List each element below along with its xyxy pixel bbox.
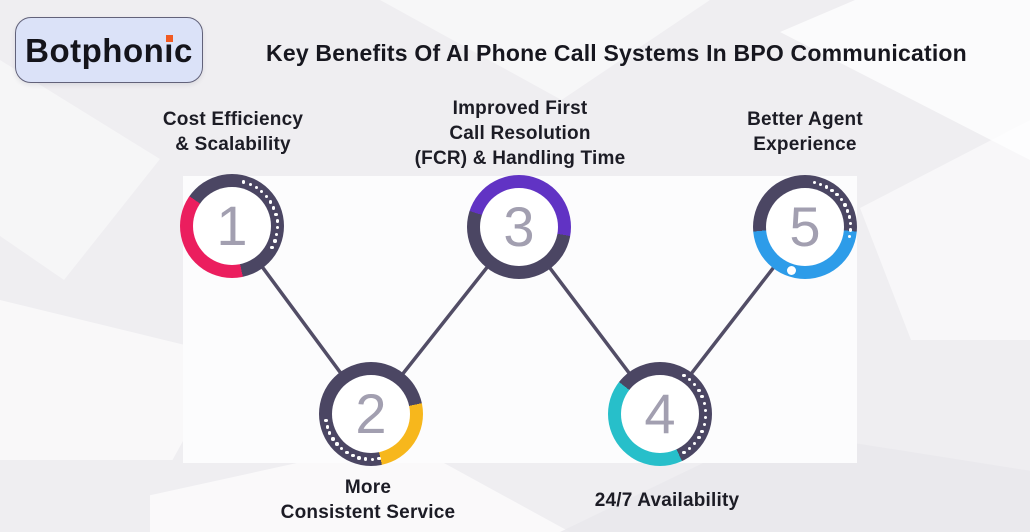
ring-dot [703,415,708,420]
ring-dot [275,219,279,223]
ring-dot [848,228,853,232]
label-line: Better Agent [747,109,863,130]
step-number: 1 [216,194,248,257]
ring-dot [839,197,843,202]
step-number: 2 [355,382,387,445]
step-label-fcr-handling-time: Improved First Call Resolution (FCR) & H… [380,96,660,171]
ring-dot [254,185,258,190]
ring-dot [325,425,330,429]
circle-inner [193,187,271,265]
step-circle-2: 2 [319,362,423,466]
ring-dot [703,408,708,413]
logo-letter-i: i [164,34,174,67]
ring-dot [274,232,279,237]
circle-inner [766,188,844,266]
label-line: More [344,477,392,498]
step-circle-3: 3 [466,174,572,280]
label-line: Cost Efficiency [162,109,304,130]
ring-dot [693,382,697,387]
ring-dot [331,437,335,441]
ring-dot [702,401,706,406]
ring-dot [260,189,264,194]
logo-i-glyph: i [164,31,174,69]
step-circle-5: 5 [752,174,858,280]
logo-text-post: c [173,31,193,69]
ring-dot [275,226,280,230]
ring-dot [242,180,246,184]
ring-dot [682,373,686,378]
step-circle-4: 4 [608,362,712,466]
ring-dot [268,200,273,204]
step-number: 3 [503,195,535,258]
label-line: (FCR) & Handling Time [414,148,626,169]
ring-dot [848,221,853,226]
label-line: & Scalability [175,134,291,155]
step-label-consistent-service: More Consistent Service [228,475,508,525]
ring-dots [180,174,284,278]
step-circle-1: 1 [180,174,284,278]
step-number: 5 [789,195,821,258]
circle-inner [480,188,558,266]
ring-dot [843,203,847,207]
ring-dot [835,192,839,197]
ring-dot [697,388,701,393]
label-line: Call Resolution [449,123,591,144]
ring-dot [700,395,704,399]
botphonic-logo: Botphonic [15,17,203,83]
label-line: Improved First [452,98,588,119]
logo-text: Botphonic [25,34,193,67]
ring-dot [688,377,692,382]
ring-dots [753,175,857,279]
step-label-cost-efficiency: Cost Efficiency & Scalability [93,107,373,157]
ring-dot [273,239,277,243]
ring-dot [270,245,274,250]
ring-dot [702,422,706,427]
ring-dot [847,215,852,219]
ring-dot [818,182,823,186]
ring-dot [324,418,328,423]
ring-dot [812,180,817,185]
ring-dot [830,188,834,193]
ring-dot [847,234,852,239]
label-line: Consistent Service [280,502,456,523]
step-label-agent-experience: Better Agent Experience [665,107,945,157]
label-line: Experience [753,134,857,155]
logo-text-pre: Botphon [25,31,165,69]
ring-dot [274,212,278,216]
label-line: 24/7 Availability [594,490,740,511]
ring-dot [327,431,332,435]
ring-dot [272,206,276,210]
ring-dot [264,194,269,199]
ring-dot [787,266,797,275]
step-label-availability: 24/7 Availability [527,488,807,513]
ring-dot [845,209,850,213]
ring-dot [824,185,829,189]
step-number: 4 [644,382,676,445]
ring-dot [248,182,252,186]
page-title: Key Benefits Of AI Phone Call Systems In… [266,40,967,66]
